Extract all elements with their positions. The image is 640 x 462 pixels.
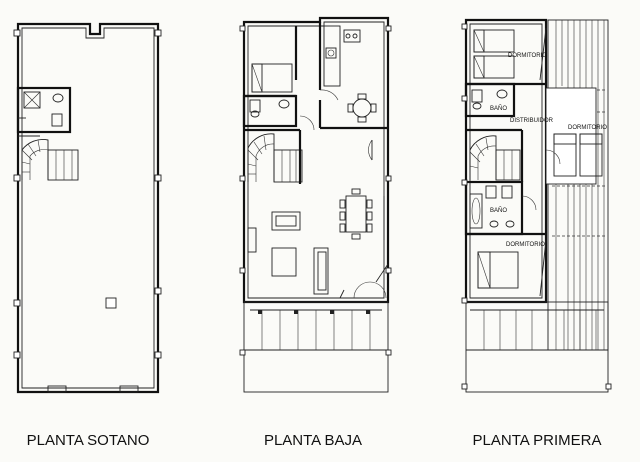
room-bano-bottom: BAÑO bbox=[490, 207, 507, 214]
primera-bath-bottom: BAÑO bbox=[464, 180, 537, 236]
baja-columns bbox=[239, 25, 392, 356]
baja-outer-wall bbox=[242, 16, 390, 304]
primera-stair bbox=[466, 128, 524, 182]
room-bano-top: BAÑO bbox=[490, 105, 507, 112]
floor-title-primera: PLANTA PRIMERA bbox=[473, 432, 602, 449]
primera-terrace-bottom bbox=[465, 301, 609, 393]
primera-bedroom-top: DORMITORIO bbox=[466, 27, 547, 86]
primera-bedroom-right: DORMITORIO bbox=[545, 125, 607, 177]
room-dormitorio-bottom: DORMITORIO bbox=[506, 242, 545, 248]
plan-primera: DORMITORIO BAÑO DISTRIBUIDOR DORMITORIO bbox=[461, 18, 612, 449]
baja-living-dining bbox=[247, 188, 389, 299]
baja-bathroom bbox=[242, 94, 298, 128]
floor-title-baja: PLANTA BAJA bbox=[264, 432, 362, 449]
baja-stair bbox=[244, 115, 315, 184]
sotano-columns bbox=[13, 29, 162, 359]
plan-sotano: PLANTA SOTANO bbox=[13, 22, 162, 449]
primera-pergola-right bbox=[545, 19, 609, 351]
baja-kitchen bbox=[318, 22, 388, 130]
room-distribuidor: DISTRIBUIDOR bbox=[510, 118, 554, 124]
sotano-stair bbox=[18, 135, 79, 181]
room-dormitorio-top: DORMITORIO bbox=[508, 53, 547, 59]
floor-title-sotano: PLANTA SOTANO bbox=[27, 432, 150, 449]
sotano-outer-wall bbox=[16, 22, 160, 394]
primera-bath-top: BAÑO bbox=[464, 82, 516, 118]
primera-columns bbox=[461, 23, 612, 390]
baja-terrace bbox=[243, 301, 389, 393]
baja-bedroom bbox=[244, 26, 298, 98]
room-dormitorio-right: DORMITORIO bbox=[568, 125, 607, 131]
sotano-bathroom bbox=[16, 86, 72, 134]
plan-baja: PLANTA BAJA bbox=[239, 16, 392, 449]
primera-bedroom-bottom: DORMITORIO bbox=[466, 232, 547, 297]
